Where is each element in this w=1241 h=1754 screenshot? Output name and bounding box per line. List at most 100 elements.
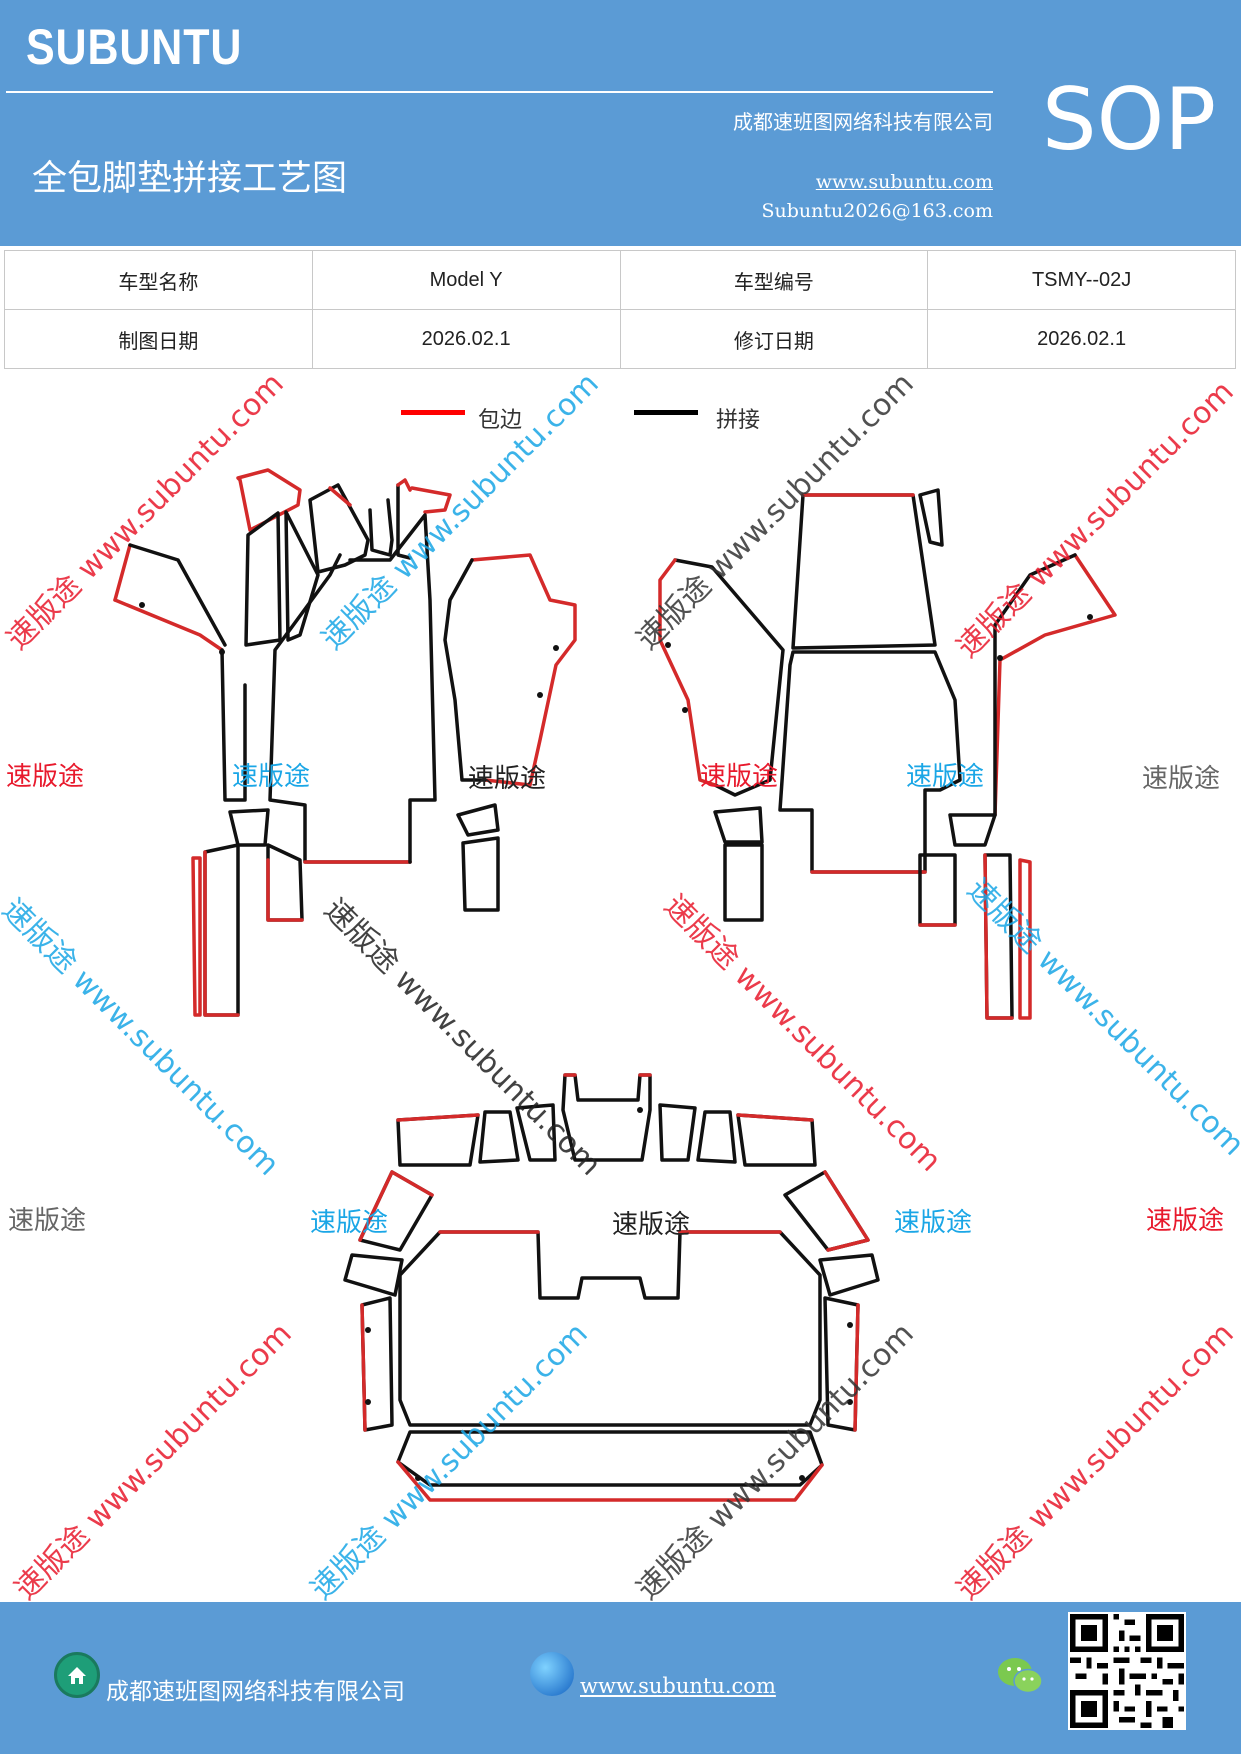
marker-dot [997,655,1003,661]
model-code-value: TSMY--02J [927,250,1236,310]
watermark-text: 速版途 [1146,1206,1225,1236]
mat-piece [713,806,764,844]
legend-edge-swatch [401,410,465,415]
mat-piece [203,843,240,1017]
mat-piece [993,553,1117,817]
mat-piece [228,808,270,847]
watermark-text: 速版途 [232,762,311,792]
mat-piece [396,1113,480,1122]
mat-piece [658,558,717,787]
mat-piece [823,1170,870,1252]
left-front-mat-group [113,468,577,1017]
watermark-text: 速版途 [612,1210,691,1240]
mat-piece [343,1253,404,1297]
mat-piece [736,1113,814,1122]
watermark-text: 速版途 [8,1206,87,1236]
contact-email[interactable]: Subuntu2026@163.com [761,200,993,222]
mat-piece [673,558,785,797]
qr-code [1068,1612,1186,1730]
mat-piece [948,813,997,847]
mat-piece [723,843,764,922]
header-banner: SUBUNTU 成都速班图网络科技有限公司 全包脚垫拼接工艺图 www.subu… [0,0,1241,246]
mat-piece [284,510,320,642]
marker-dot [553,645,559,651]
mat-piece [778,650,962,874]
marker-dot [665,642,671,648]
watermark-text: 速版途 [906,762,985,792]
mat-piece [515,1103,557,1162]
mat-piece [818,1253,880,1297]
marker-dot [799,1475,805,1481]
footer-website-link[interactable]: www.subuntu.com [580,1674,776,1698]
revise-date-label: 修订日期 [619,309,929,369]
marker-dot [415,1475,421,1481]
mat-piece [396,1113,480,1167]
mat-piece [1018,858,1032,1020]
marker-dot [139,602,145,608]
marker-dot [847,1322,853,1328]
mat-piece [220,648,247,802]
mat-piece [348,513,437,864]
revise-date-value: 2026.02.1 [927,309,1236,369]
watermark-text: 速版途 [1142,764,1221,794]
mat-piece [113,598,224,652]
marker-dot [1087,614,1093,620]
marker-dot [219,649,225,655]
draw-date-value: 2026.02.1 [311,309,621,369]
marker-dot [365,1399,371,1405]
mat-piece [266,843,304,922]
sop-badge: SOP [1042,70,1217,170]
wechat-icon[interactable] [995,1654,1045,1698]
mat-piece [396,478,412,492]
mat-piece [398,1230,822,1427]
legend-join-label: 拼接 [716,408,761,433]
mat-piece [783,1170,870,1252]
footer-company: 成都速班图网络科技有限公司 [106,1679,405,1705]
legend-join-swatch [634,410,698,415]
marker-dot [847,1399,853,1405]
mat-piece [410,486,452,514]
header-divider [6,91,993,93]
marker-dot [682,707,688,713]
mat-piece [791,493,937,650]
mat-piece [236,468,302,532]
mat-piece [993,553,1077,817]
mat-piece [358,1170,434,1242]
mat-piece [308,483,370,574]
watermark-text: 速版途 [700,762,779,792]
draw-date-label: 制图日期 [4,309,313,369]
mat-piece [191,856,202,1017]
legend-edge-label: 包边 [478,408,523,433]
model-name-value: Model Y [311,250,621,310]
mat-piece [396,483,412,560]
mat-piece [203,850,240,1017]
footer-banner: 成都速班图网络科技有限公司 www.subuntu.com [0,1602,1241,1754]
mat-piece [456,803,500,837]
company-name: 成都速班图网络科技有限公司 [733,110,993,134]
globe-icon [530,1652,574,1696]
website-link[interactable]: www.subuntu.com [815,171,993,193]
mat-piece [128,543,227,647]
info-table: 车型名称 Model Y 车型编号 TSMY--02J 制图日期 2026.02… [4,250,1236,369]
mat-piece [983,853,1014,1020]
watermark-text: 速版途 [310,1208,389,1238]
mat-piece [696,1110,737,1164]
marker-dot [365,1327,371,1333]
mat-piece [470,553,577,787]
mat-piece [266,858,304,922]
mat-piece [918,488,944,547]
mat-piece [360,1303,367,1432]
mat-piece [736,1113,817,1167]
marker-dot [537,692,543,698]
watermark-text: 速版途 [468,764,547,794]
mat-piece [328,486,352,507]
mat-piece [396,1460,824,1502]
page-title: 全包脚垫拼接工艺图 [32,159,348,199]
model-code-label: 车型编号 [619,250,929,310]
rear-mat-group [343,1073,880,1502]
mat-piece [853,1303,860,1432]
marker-dot [637,1107,643,1113]
watermark-text: 速版途 [6,762,85,792]
mat-piece [461,836,500,912]
